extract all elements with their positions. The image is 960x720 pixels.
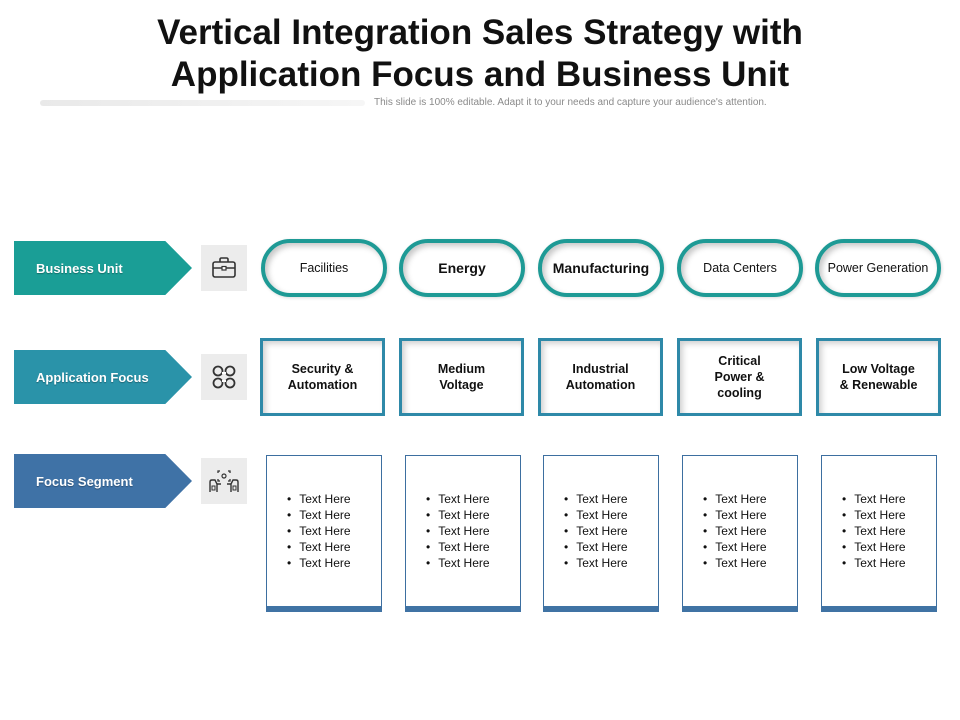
business-unit-data-centers: Data Centers (677, 239, 803, 297)
row-label-text: Application Focus (36, 369, 149, 385)
list-item: Text Here (703, 507, 766, 523)
focus-segment-list: Text Here Text Here Text Here Text Here … (842, 491, 905, 571)
list-item: Text Here (564, 507, 627, 523)
subtitle-divider (40, 100, 365, 106)
application-focus-line: Power & (714, 370, 765, 384)
list-item: Text Here (564, 523, 627, 539)
list-item: Text Here (426, 539, 489, 555)
list-item: Text Here (287, 523, 350, 539)
list-item: Text Here (842, 507, 905, 523)
business-unit-label: Power Generation (827, 261, 929, 275)
focus-segment-list: Text Here Text Here Text Here Text Here … (564, 491, 627, 571)
row-label-text: Focus Segment (36, 473, 133, 489)
focus-segment-box-1: Text Here Text Here Text Here Text Here … (266, 455, 382, 612)
title-line-2: Application Focus and Business Unit (170, 55, 790, 94)
application-focus-line: Automation (565, 378, 636, 392)
business-unit-label: Manufacturing (552, 260, 650, 276)
list-item: Text Here (842, 539, 905, 555)
business-unit-energy: Energy (399, 239, 525, 297)
application-focus-security-automation: Security & Automation (260, 338, 385, 416)
list-item: Text Here (564, 555, 627, 571)
list-item: Text Here (426, 491, 489, 507)
list-item: Text Here (564, 539, 627, 555)
application-focus-line: Critical (718, 354, 761, 368)
list-item: Text Here (564, 491, 627, 507)
row-label-business-unit: Business Unit (14, 241, 192, 295)
list-item: Text Here (287, 491, 350, 507)
row-label-application-focus: Application Focus (14, 350, 192, 404)
focus-segment-list: Text Here Text Here Text Here Text Here … (287, 491, 350, 571)
page-title: Vertical Integration Sales Strategy with… (0, 12, 960, 96)
list-item: Text Here (703, 539, 766, 555)
list-item: Text Here (842, 555, 905, 571)
application-focus-industrial-automation: Industrial Automation (538, 338, 663, 416)
connected-nodes-icon (201, 354, 247, 400)
application-focus-line: Automation (287, 378, 358, 392)
business-unit-manufacturing: Manufacturing (538, 239, 664, 297)
business-unit-facilities: Facilities (261, 239, 387, 297)
list-item: Text Here (703, 491, 766, 507)
list-item: Text Here (426, 507, 489, 523)
title-line-1: Vertical Integration Sales Strategy with (157, 13, 803, 52)
list-item: Text Here (426, 555, 489, 571)
application-focus-line: Medium (437, 362, 486, 376)
application-focus-low-voltage-renewable: Low Voltage & Renewable (816, 338, 941, 416)
list-item: Text Here (703, 555, 766, 571)
application-focus-line: Industrial (572, 362, 629, 376)
briefcase-icon (201, 245, 247, 291)
business-unit-label: Data Centers (703, 261, 777, 275)
focus-segment-box-5: Text Here Text Here Text Here Text Here … (821, 455, 937, 612)
focus-segment-list: Text Here Text Here Text Here Text Here … (703, 491, 766, 571)
row-label-focus-segment: Focus Segment (14, 454, 192, 508)
list-item: Text Here (426, 523, 489, 539)
list-item: Text Here (287, 507, 350, 523)
list-item: Text Here (703, 523, 766, 539)
row-label-text: Business Unit (36, 260, 123, 276)
application-focus-line: Low Voltage (842, 362, 915, 376)
focus-segment-box-2: Text Here Text Here Text Here Text Here … (405, 455, 521, 612)
list-item: Text Here (842, 491, 905, 507)
application-focus-line: Voltage (439, 378, 484, 392)
focus-target-icon (201, 458, 247, 504)
list-item: Text Here (287, 555, 350, 571)
focus-segment-box-3: Text Here Text Here Text Here Text Here … (543, 455, 659, 612)
focus-segment-box-4: Text Here Text Here Text Here Text Here … (682, 455, 798, 612)
application-focus-line: Security & (291, 362, 354, 376)
list-item: Text Here (287, 539, 350, 555)
subtitle: This slide is 100% editable. Adapt it to… (374, 97, 767, 108)
business-unit-label: Energy (438, 260, 486, 276)
list-item: Text Here (842, 523, 905, 539)
business-unit-power-generation: Power Generation (815, 239, 941, 297)
application-focus-line: cooling (717, 386, 762, 400)
application-focus-medium-voltage: Medium Voltage (399, 338, 524, 416)
application-focus-line: & Renewable (839, 378, 918, 392)
business-unit-label: Facilities (299, 261, 349, 275)
focus-segment-list: Text Here Text Here Text Here Text Here … (426, 491, 489, 571)
application-focus-critical-power-cooling: Critical Power & cooling (677, 338, 802, 416)
